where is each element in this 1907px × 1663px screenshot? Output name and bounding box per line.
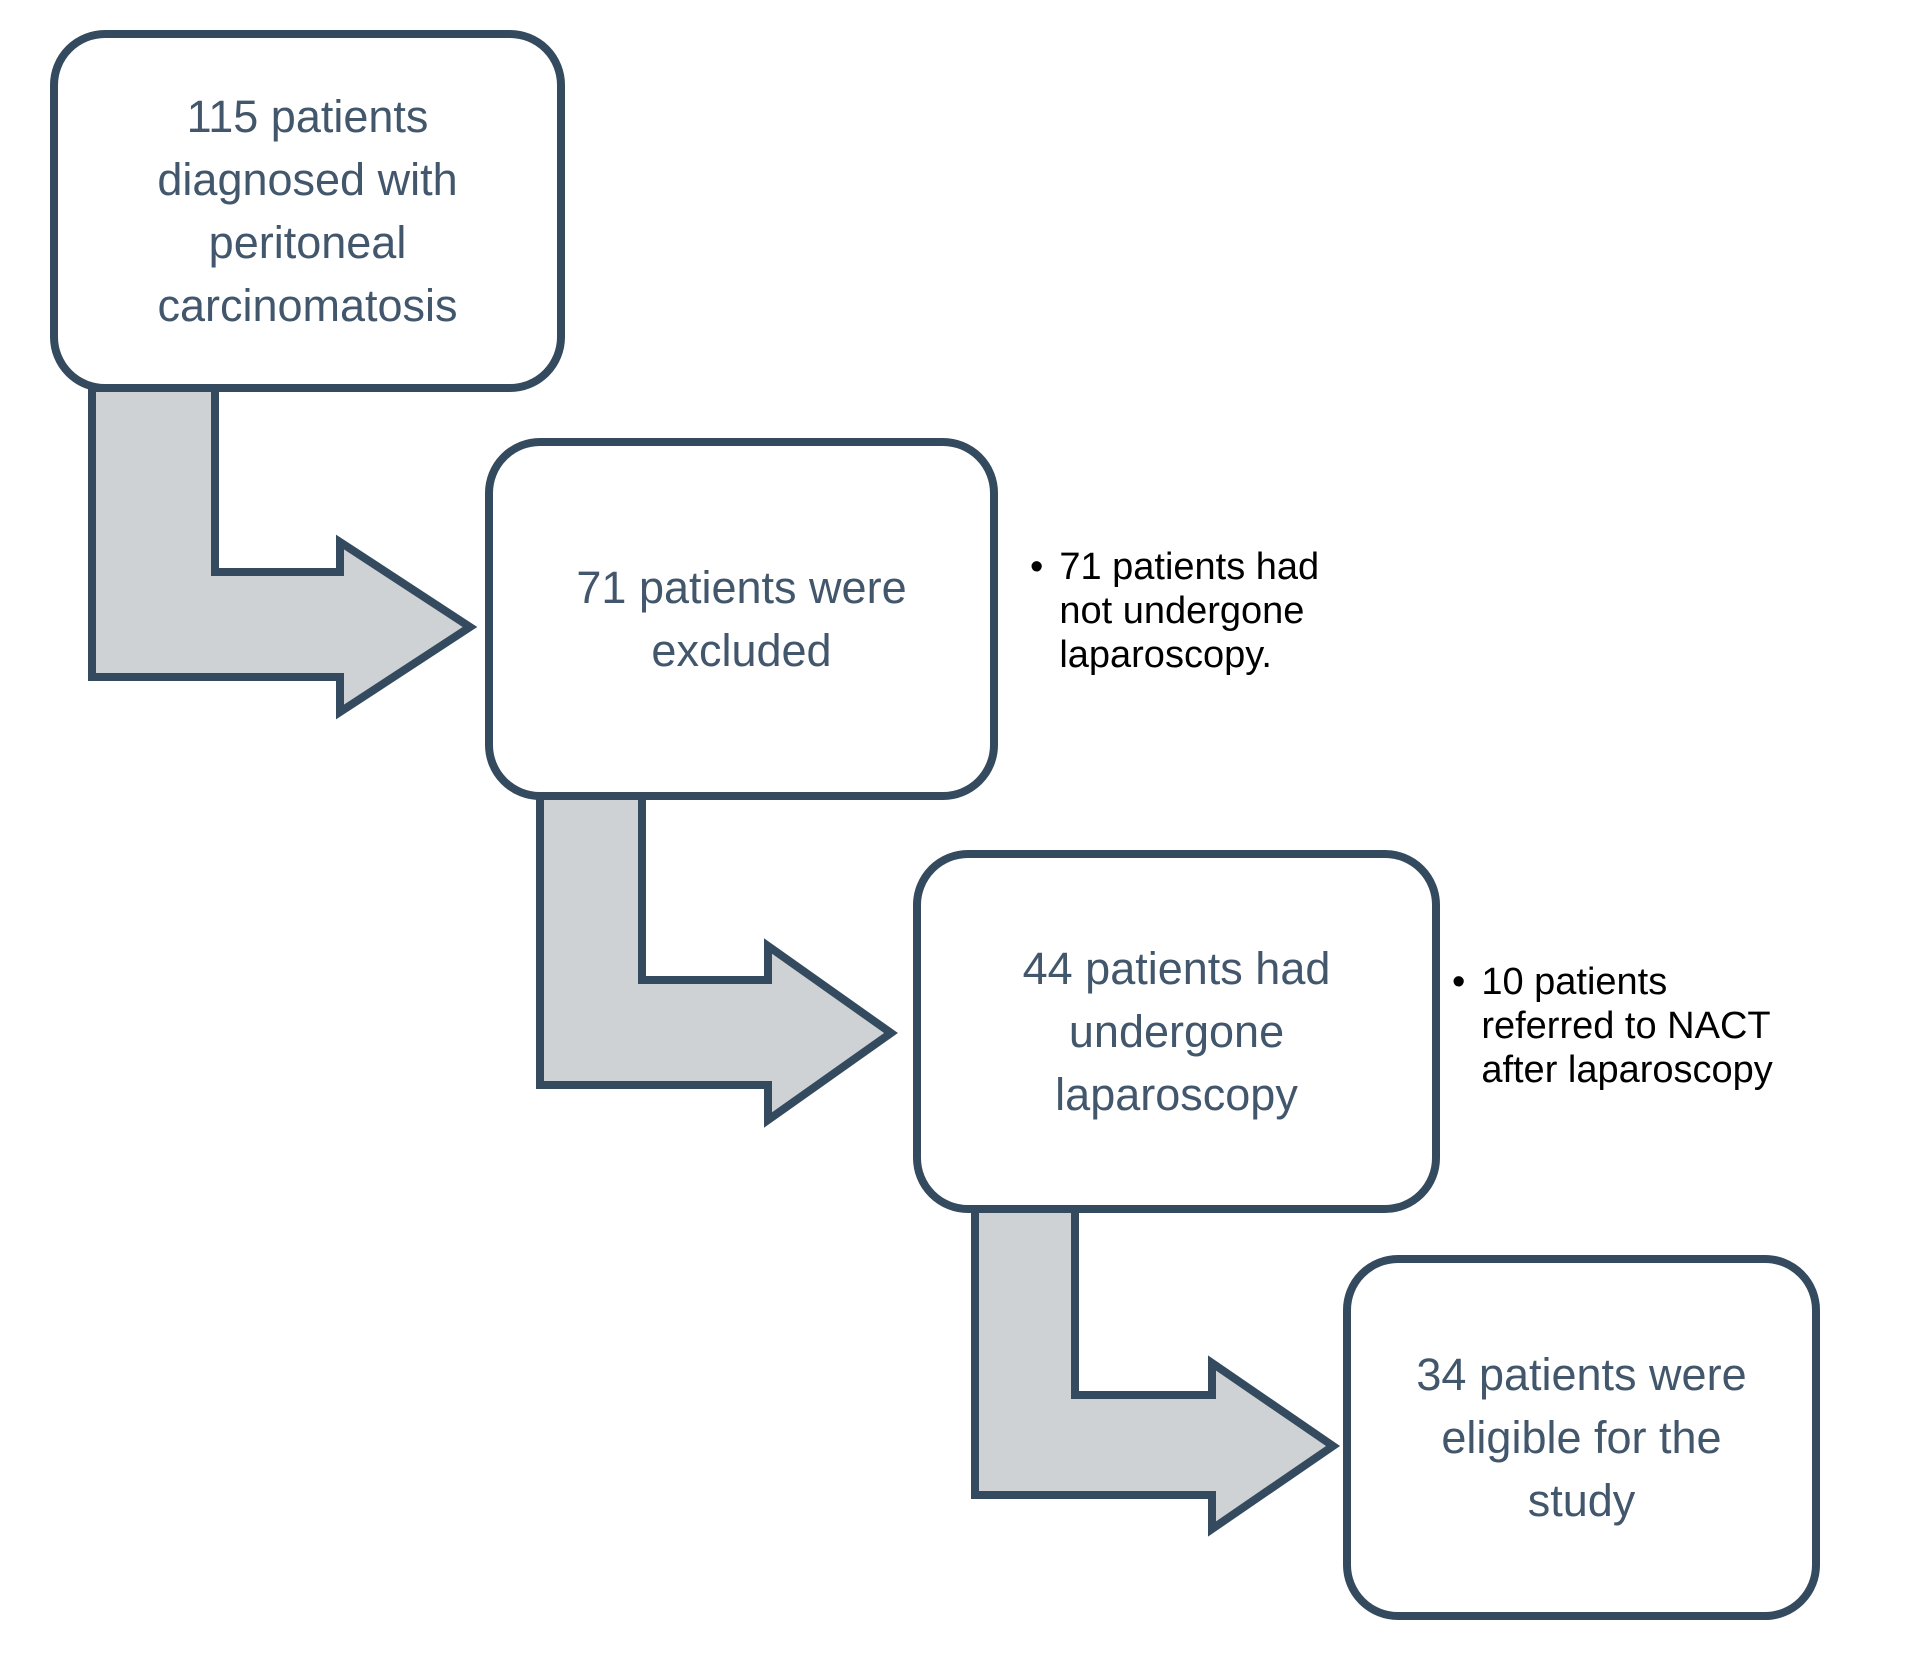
node-patients-eligible: 34 patients were eligible for the study [1343,1255,1820,1620]
elbow-arrow-1 [88,384,478,720]
node-patients-diagnosed: 115 patients diagnosed with peritoneal c… [50,30,565,392]
elbow-arrow-2 [536,792,898,1128]
node-text: 115 patients diagnosed with peritoneal c… [157,91,458,331]
bullet-icon: • [1452,961,1466,1003]
node-patients-excluded: 71 patients were excluded [485,438,998,800]
annotation-nact-referral: • 10 patients referred to NACT after lap… [1452,960,1773,1092]
node-patients-laparoscopy: 44 patients had undergone laparoscopy [913,850,1440,1213]
node-text: 44 patients had undergone laparoscopy [1022,943,1331,1120]
annotation-text: 10 patients referred to NACT after lapar… [1481,961,1773,1091]
annotation-text: 71 patients had not undergone laparoscop… [1059,546,1320,676]
node-text: 34 patients were eligible for the study [1416,1349,1747,1526]
node-text: 71 patients were excluded [576,562,907,676]
elbow-arrow-3 [971,1205,1341,1537]
bullet-icon: • [1030,546,1044,588]
annotation-excluded-reason: • 71 patients had not undergone laparosc… [1030,545,1319,677]
